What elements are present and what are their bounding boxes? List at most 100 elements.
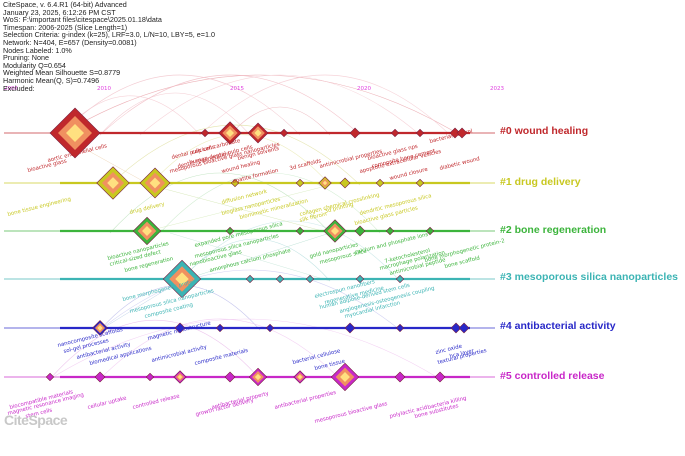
citation-node[interactable] xyxy=(200,128,210,138)
citation-node[interactable] xyxy=(456,127,468,139)
node-core xyxy=(254,373,262,381)
node-core xyxy=(225,128,235,138)
node-outer xyxy=(295,226,305,236)
cluster-label-5[interactable]: #5 controlled release xyxy=(500,370,605,382)
citation-node[interactable] xyxy=(275,274,285,284)
term-label: diabetic wound xyxy=(439,156,480,172)
citation-node[interactable] xyxy=(139,167,171,199)
citation-node[interactable] xyxy=(349,127,361,139)
header-line: Selection Criteria: g-index (k=25), LRF=… xyxy=(3,30,215,40)
node-outer xyxy=(224,371,236,383)
citation-node[interactable] xyxy=(215,323,225,333)
citation-node[interactable] xyxy=(375,178,385,188)
citation-node[interactable] xyxy=(247,122,269,144)
citation-node[interactable] xyxy=(415,178,425,188)
node-outer xyxy=(45,372,55,382)
citation-node[interactable] xyxy=(330,362,360,392)
citation-node[interactable] xyxy=(344,322,356,334)
node-outer xyxy=(434,371,446,383)
citation-node[interactable] xyxy=(96,166,130,200)
citation-node[interactable] xyxy=(224,371,236,383)
cross-link xyxy=(99,280,181,331)
node-outer xyxy=(375,178,385,188)
cluster-label-0[interactable]: #0 wound healing xyxy=(500,125,589,137)
citation-node[interactable] xyxy=(49,107,101,159)
citation-node[interactable] xyxy=(225,226,235,236)
citation-arc xyxy=(59,74,461,136)
cluster-nodes[interactable] xyxy=(45,107,470,392)
term-label: bone tissue engineering xyxy=(7,196,72,218)
citation-node[interactable] xyxy=(395,274,405,284)
node-outer xyxy=(215,323,225,333)
citation-node[interactable] xyxy=(145,372,155,382)
citation-node[interactable] xyxy=(355,274,365,284)
citation-node[interactable] xyxy=(354,225,366,237)
citation-node[interactable] xyxy=(218,121,242,145)
citation-node[interactable] xyxy=(390,128,400,138)
citation-arc xyxy=(99,318,341,380)
node-outer xyxy=(395,323,405,333)
citation-node[interactable] xyxy=(458,322,470,334)
citation-arc xyxy=(99,74,361,136)
citation-node[interactable] xyxy=(318,176,332,190)
citation-node[interactable] xyxy=(92,320,108,336)
cluster-label-3[interactable]: #3 mesoporous silica nanoparticles xyxy=(500,271,678,283)
node-outer xyxy=(349,127,361,139)
node-core xyxy=(254,129,262,137)
citation-node[interactable] xyxy=(323,219,347,243)
cross-link xyxy=(169,232,331,282)
citation-node[interactable] xyxy=(295,178,305,188)
citation-node[interactable] xyxy=(174,322,186,334)
citation-node[interactable] xyxy=(173,370,187,384)
citation-node[interactable] xyxy=(305,274,315,284)
node-outer xyxy=(295,178,305,188)
node-core xyxy=(175,272,189,286)
citation-node[interactable] xyxy=(94,371,106,383)
cluster-label-1[interactable]: #1 drug delivery xyxy=(500,176,581,188)
node-outer xyxy=(415,128,425,138)
cluster-label-4[interactable]: #4 antibacterial activity xyxy=(500,320,616,332)
cross-link xyxy=(149,184,331,234)
node-outer xyxy=(230,178,240,188)
cluster-label-2[interactable]: #2 bone regeneration xyxy=(500,224,607,236)
citation-node[interactable] xyxy=(245,274,255,284)
citation-node[interactable] xyxy=(385,226,395,236)
node-outer xyxy=(385,226,395,236)
term-label: antibacterial properties xyxy=(274,390,337,411)
citation-node[interactable] xyxy=(162,259,202,299)
node-outer xyxy=(354,225,366,237)
term-label: mesoporous bioactive glass xyxy=(314,401,388,425)
cross-link xyxy=(179,232,331,282)
citation-node[interactable] xyxy=(295,226,305,236)
node-core xyxy=(107,177,119,189)
citation-node[interactable] xyxy=(450,322,462,334)
header-line: Excluded: xyxy=(3,83,35,93)
node-core xyxy=(322,180,328,186)
citation-node[interactable] xyxy=(395,323,405,333)
node-outer xyxy=(94,371,106,383)
node-outer xyxy=(390,128,400,138)
citation-node[interactable] xyxy=(248,367,268,387)
header-line: Network: N=404, E=657 (Density=0.0081) xyxy=(3,37,137,47)
citation-node[interactable] xyxy=(434,371,446,383)
node-core xyxy=(297,374,303,380)
node-core xyxy=(142,226,152,236)
citation-node[interactable] xyxy=(425,226,435,236)
node-outer xyxy=(245,274,255,284)
node-outer xyxy=(355,274,365,284)
citation-node[interactable] xyxy=(132,216,162,246)
citation-node[interactable] xyxy=(265,323,275,333)
node-outer xyxy=(145,372,155,382)
citation-node[interactable] xyxy=(339,177,351,189)
citation-node[interactable] xyxy=(293,370,307,384)
citation-node[interactable] xyxy=(45,372,55,382)
citation-node[interactable] xyxy=(279,128,289,138)
citation-node[interactable] xyxy=(230,178,240,188)
header-line: Pruning: None xyxy=(3,53,49,63)
node-outer xyxy=(425,226,435,236)
year-tick-2010: 2010 xyxy=(97,86,111,92)
citation-node[interactable] xyxy=(394,371,406,383)
citation-arc xyxy=(49,320,261,380)
citation-node[interactable] xyxy=(415,128,425,138)
